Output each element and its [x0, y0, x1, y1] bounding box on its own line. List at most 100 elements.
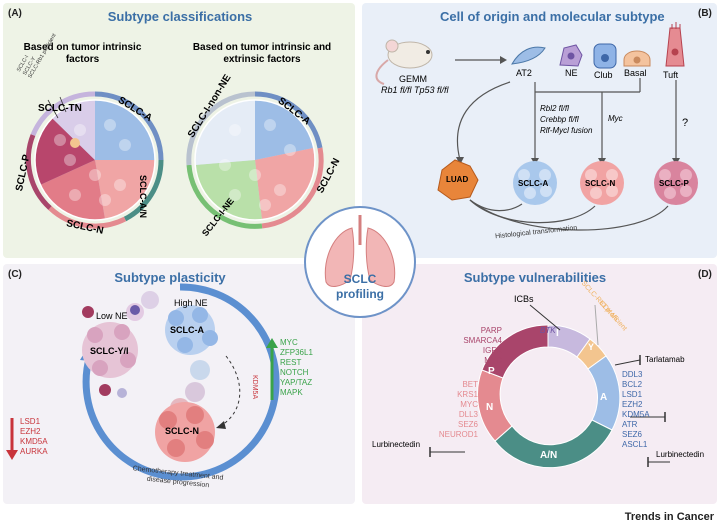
luad-tumor-icon: [437, 159, 479, 201]
tumor-label-sclc-a: SCLC-A: [518, 179, 549, 188]
panel-b-title: Cell of origin and molecular subtype: [440, 9, 665, 24]
btk-label: BTK: [540, 326, 556, 335]
up-gene-mapk: MAPK: [280, 388, 303, 397]
cluster-label-sclc-yi: SCLC-Y/I: [90, 346, 129, 356]
gene-list: Rbl2 fl/fl Crebbp fl/fl Rlf-Mycl fusion: [540, 103, 592, 136]
a-target-atr: ATR: [622, 420, 638, 429]
panel-c-tag: (C): [8, 269, 22, 280]
tumor-label-sclc-n: SCLC-N: [585, 179, 616, 188]
cluster-label-sclc-n: SCLC-N: [165, 426, 199, 436]
n-target-neurod1: NEUROD1: [438, 430, 478, 439]
panel-b-tag: (B): [698, 8, 712, 19]
p-target-igfr: IGFR: [482, 346, 502, 355]
segment-label-p: P: [488, 366, 495, 377]
n-target-sez6: SEZ6: [457, 420, 478, 429]
upregulated-genes: MYC ZFP36L1 REST NOTCH YAP/TAZ MAPK: [280, 338, 313, 398]
label-sclc-tn: SCLC-TN: [38, 103, 82, 114]
sclc-yi-cluster: [82, 305, 140, 398]
sclc-a-tumor-icon: [513, 161, 557, 205]
cell-label-ne: NE: [565, 68, 578, 78]
low-ne-label: Low NE: [96, 311, 128, 321]
n-targets: BET KRS1 MYC DLL3 SEZ6 NEUROD1: [434, 380, 478, 440]
lurbinectedin-left-label: Lurbinectedin: [372, 440, 421, 449]
up-gene-zfp36l1: ZFP36L1: [280, 348, 313, 357]
gene-myc: Myc: [608, 114, 623, 123]
lungs-icon: [324, 215, 396, 287]
at2-cell-icon: [511, 46, 546, 65]
tumor-label-sclc-p: SCLC-P: [659, 179, 689, 188]
p-targets: PARP SMARCA4 IGFR MYC: [456, 326, 502, 366]
center-label-profiling: profiling: [336, 287, 384, 301]
lurbinectedin-right-label: Lurbinectedin: [656, 450, 705, 459]
segment-label-a: A: [600, 392, 608, 403]
segment-label-y: Y: [588, 342, 595, 352]
club-cell-icon: [593, 43, 617, 69]
icbs-label: ICBs: [514, 294, 534, 304]
intrinsic-subtype-pie: [25, 91, 164, 229]
panel-c-title: Subtype plasticity: [114, 270, 226, 285]
gemm-label: GEMM: [399, 74, 427, 84]
tumor-label-luad: LUAD: [446, 175, 469, 184]
center-label-sclc: SCLC: [343, 272, 377, 286]
n-target-myc: MYC: [460, 400, 478, 409]
down-gene-lsd1: LSD1: [20, 417, 41, 426]
cell-label-tuft: Tuft: [663, 70, 679, 80]
tuft-cell-icon: [665, 22, 685, 67]
tarlatamab-label: Tarlatamab: [645, 355, 685, 364]
mouse-icon: [375, 39, 433, 85]
sclc-p-tumor-icon: [654, 161, 698, 205]
unknown-origin-mark: ?: [682, 117, 689, 129]
downregulated-genes: LSD1 EZH2 KMD5A AURKA: [20, 417, 48, 457]
up-gene-notch: NOTCH: [280, 368, 309, 377]
intrinsic-heading: Based on tumor intrinsic factors: [23, 42, 142, 65]
a-target-sez6: SEZ6: [622, 430, 643, 439]
gene-rbl2: Rbl2 fl/fl: [540, 104, 569, 113]
segment-label-n: N: [486, 402, 494, 413]
p-target-myc: MYC: [484, 356, 502, 365]
panel-a-title: Subtype classifications: [107, 9, 253, 24]
ne-cell-icon: [559, 44, 583, 67]
vulnerability-donut: [477, 324, 621, 469]
segment-label-i: I: [556, 328, 559, 339]
a-target-bcl2: BCL2: [622, 380, 643, 389]
cluster-label-sclc-a: SCLC-A: [170, 325, 204, 335]
gemm-genes: Rb1 fl/fl Tp53 fl/fl: [381, 85, 449, 95]
n-target-krs1: KRS1: [457, 390, 478, 399]
basal-cell-icon: [623, 50, 651, 67]
sclc-a-cluster: [165, 305, 218, 355]
a-target-ddl3: DDL3: [622, 370, 643, 379]
n-target-dll3: DLL3: [458, 410, 478, 419]
up-gene-rest: REST: [280, 358, 302, 367]
up-gene-myc: MYC: [280, 338, 298, 347]
p-target-smarca4: SMARCA4: [463, 336, 502, 345]
extrinsic-heading: Based on tumor intrinsic and extrinsic f…: [192, 42, 332, 65]
a-target-kdm5a: KDM5A: [622, 410, 650, 419]
n-target-bet: BET: [462, 380, 478, 389]
gene-crebbp: Crebbp fl/fl: [540, 115, 579, 124]
down-gene-kmd5a: KMD5A: [20, 437, 48, 446]
down-gene-ezh2: EZH2: [20, 427, 41, 436]
intrinsic-extrinsic-subtype-pie: [186, 91, 324, 229]
panel-d-title: Subtype vulnerabilities: [463, 270, 607, 285]
down-gene-aurka: AURKA: [20, 447, 48, 456]
up-gene-yap-taz: YAP/TAZ: [280, 378, 313, 387]
a-target-lsd1: LSD1: [622, 390, 643, 399]
cell-label-basal: Basal: [624, 68, 647, 78]
a-target-ascl1: ASCL1: [622, 440, 648, 449]
a-target-ezh2: EZH2: [622, 400, 643, 409]
cell-label-club: Club: [594, 70, 613, 80]
journal-footer: Trends in Cancer: [624, 511, 714, 523]
gene-rlf-mycl: Rlf-Mycl fusion: [540, 126, 593, 135]
panel-a-tag: (A): [8, 8, 22, 19]
a-targets: DDL3 BCL2 LSD1 EZH2 KDM5A ATR SEZ6 ASCL1: [622, 370, 650, 450]
sclc-n-cluster: [155, 402, 215, 462]
sclc-n-tumor-icon: [580, 161, 624, 205]
panel-subtype-plasticity: [3, 264, 355, 504]
panel-d-tag: (D): [698, 269, 712, 280]
segment-label-an: A/N: [540, 450, 558, 461]
